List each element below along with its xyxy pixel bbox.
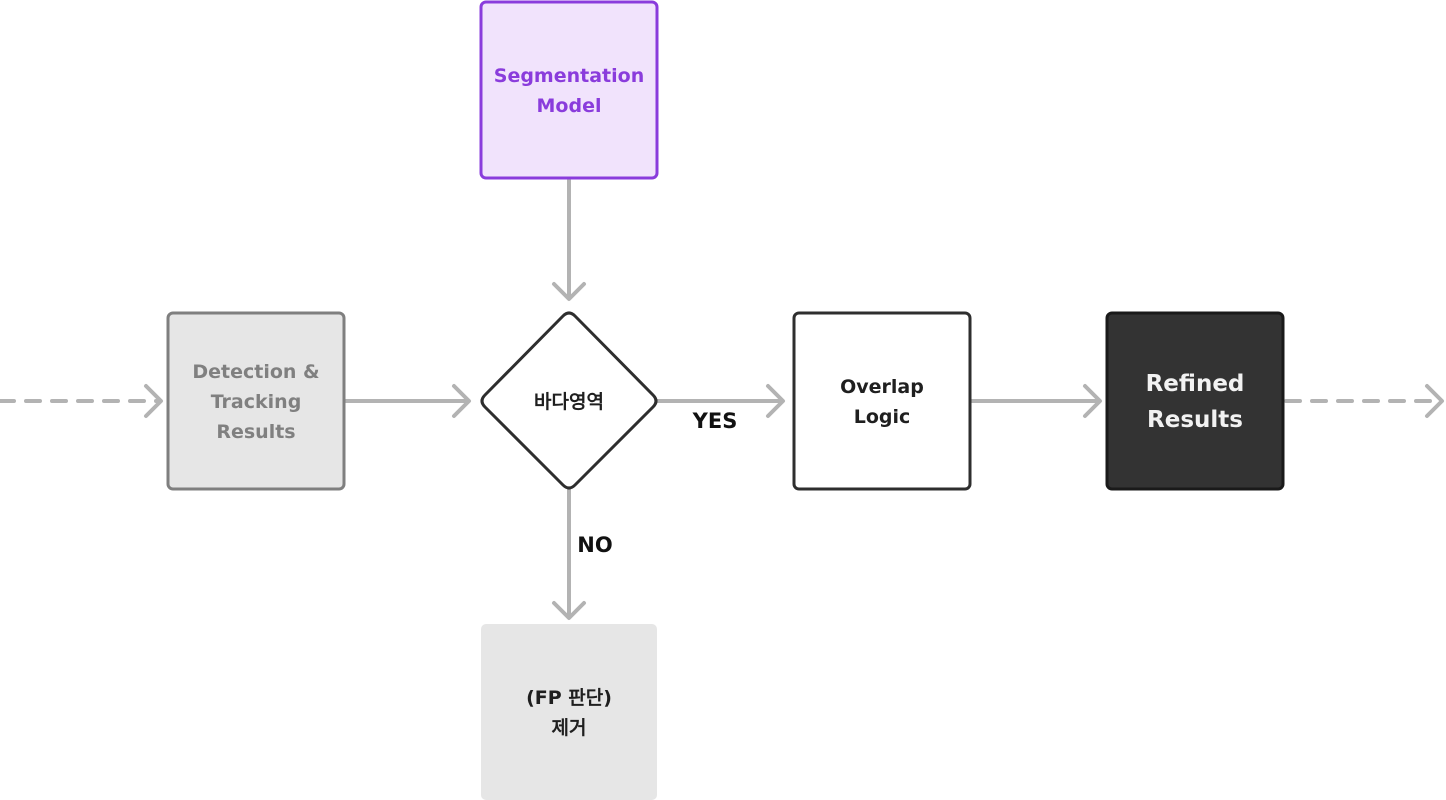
connectors	[0, 178, 1444, 620]
incoming-arrowhead	[144, 384, 163, 418]
overlap-logic-node[interactable]: Overlap Logic	[792, 311, 972, 491]
detection-tracking-label-line-2: Tracking	[211, 391, 302, 413]
detection-tracking-node[interactable]: Detection & Tracking Results	[166, 311, 346, 491]
refined-results-label-line-2: Results	[1147, 407, 1243, 433]
refined-results-label-line-1: Refined	[1146, 371, 1245, 397]
refined-results-node[interactable]: Refined Results	[1105, 311, 1285, 491]
overlap-logic-box	[792, 311, 972, 491]
no-branch-label: NO	[577, 533, 612, 557]
segmentation-model-node[interactable]: Segmentation Model	[479, 0, 659, 180]
detection-tracking-label-line-1: Detection &	[192, 361, 319, 383]
overlap-logic-label-line-2: Logic	[854, 406, 911, 428]
refined-results-box	[1105, 311, 1285, 491]
fp-removal-node[interactable]: (FP 판단) 제거	[481, 624, 657, 800]
decision-to-fp-arrowhead	[552, 601, 586, 620]
segmentation-model-label-line-2: Model	[537, 95, 602, 117]
fp-removal-label-line-2: 제거	[552, 717, 587, 739]
decision-to-overlap-arrowhead	[766, 384, 785, 418]
sea-area-decision-diamond	[480, 311, 658, 490]
segmentation-model-box	[479, 0, 659, 180]
outgoing-arrowhead	[1425, 384, 1444, 418]
segmentation-to-decision-arrowhead	[552, 282, 586, 301]
fp-removal-box	[481, 624, 657, 800]
detection-tracking-label-line-3: Results	[216, 421, 295, 443]
yes-branch-label: YES	[692, 409, 738, 433]
overlap-to-refined-arrowhead	[1083, 384, 1102, 418]
sea-area-decision-label: 바다영역	[534, 391, 604, 413]
fp-removal-label-line-1: (FP 판단)	[526, 687, 612, 709]
overlap-logic-label-line-1: Overlap	[840, 376, 924, 398]
sea-area-decision-node[interactable]: 바다영역	[480, 311, 658, 490]
detection-to-decision-arrowhead	[452, 384, 471, 418]
detection-tracking-box	[166, 311, 346, 491]
segmentation-model-label-line-1: Segmentation	[494, 65, 644, 87]
